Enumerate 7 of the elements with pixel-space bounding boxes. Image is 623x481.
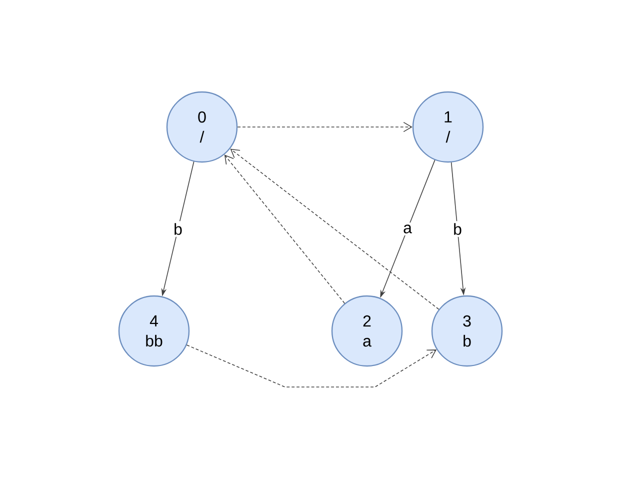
arrow xyxy=(237,122,412,132)
edge-label: a xyxy=(401,222,414,236)
edge-label: b xyxy=(451,221,464,237)
edge-label: b xyxy=(172,221,184,237)
arrow xyxy=(186,344,437,388)
arrow xyxy=(224,154,346,304)
arrow xyxy=(230,148,440,310)
